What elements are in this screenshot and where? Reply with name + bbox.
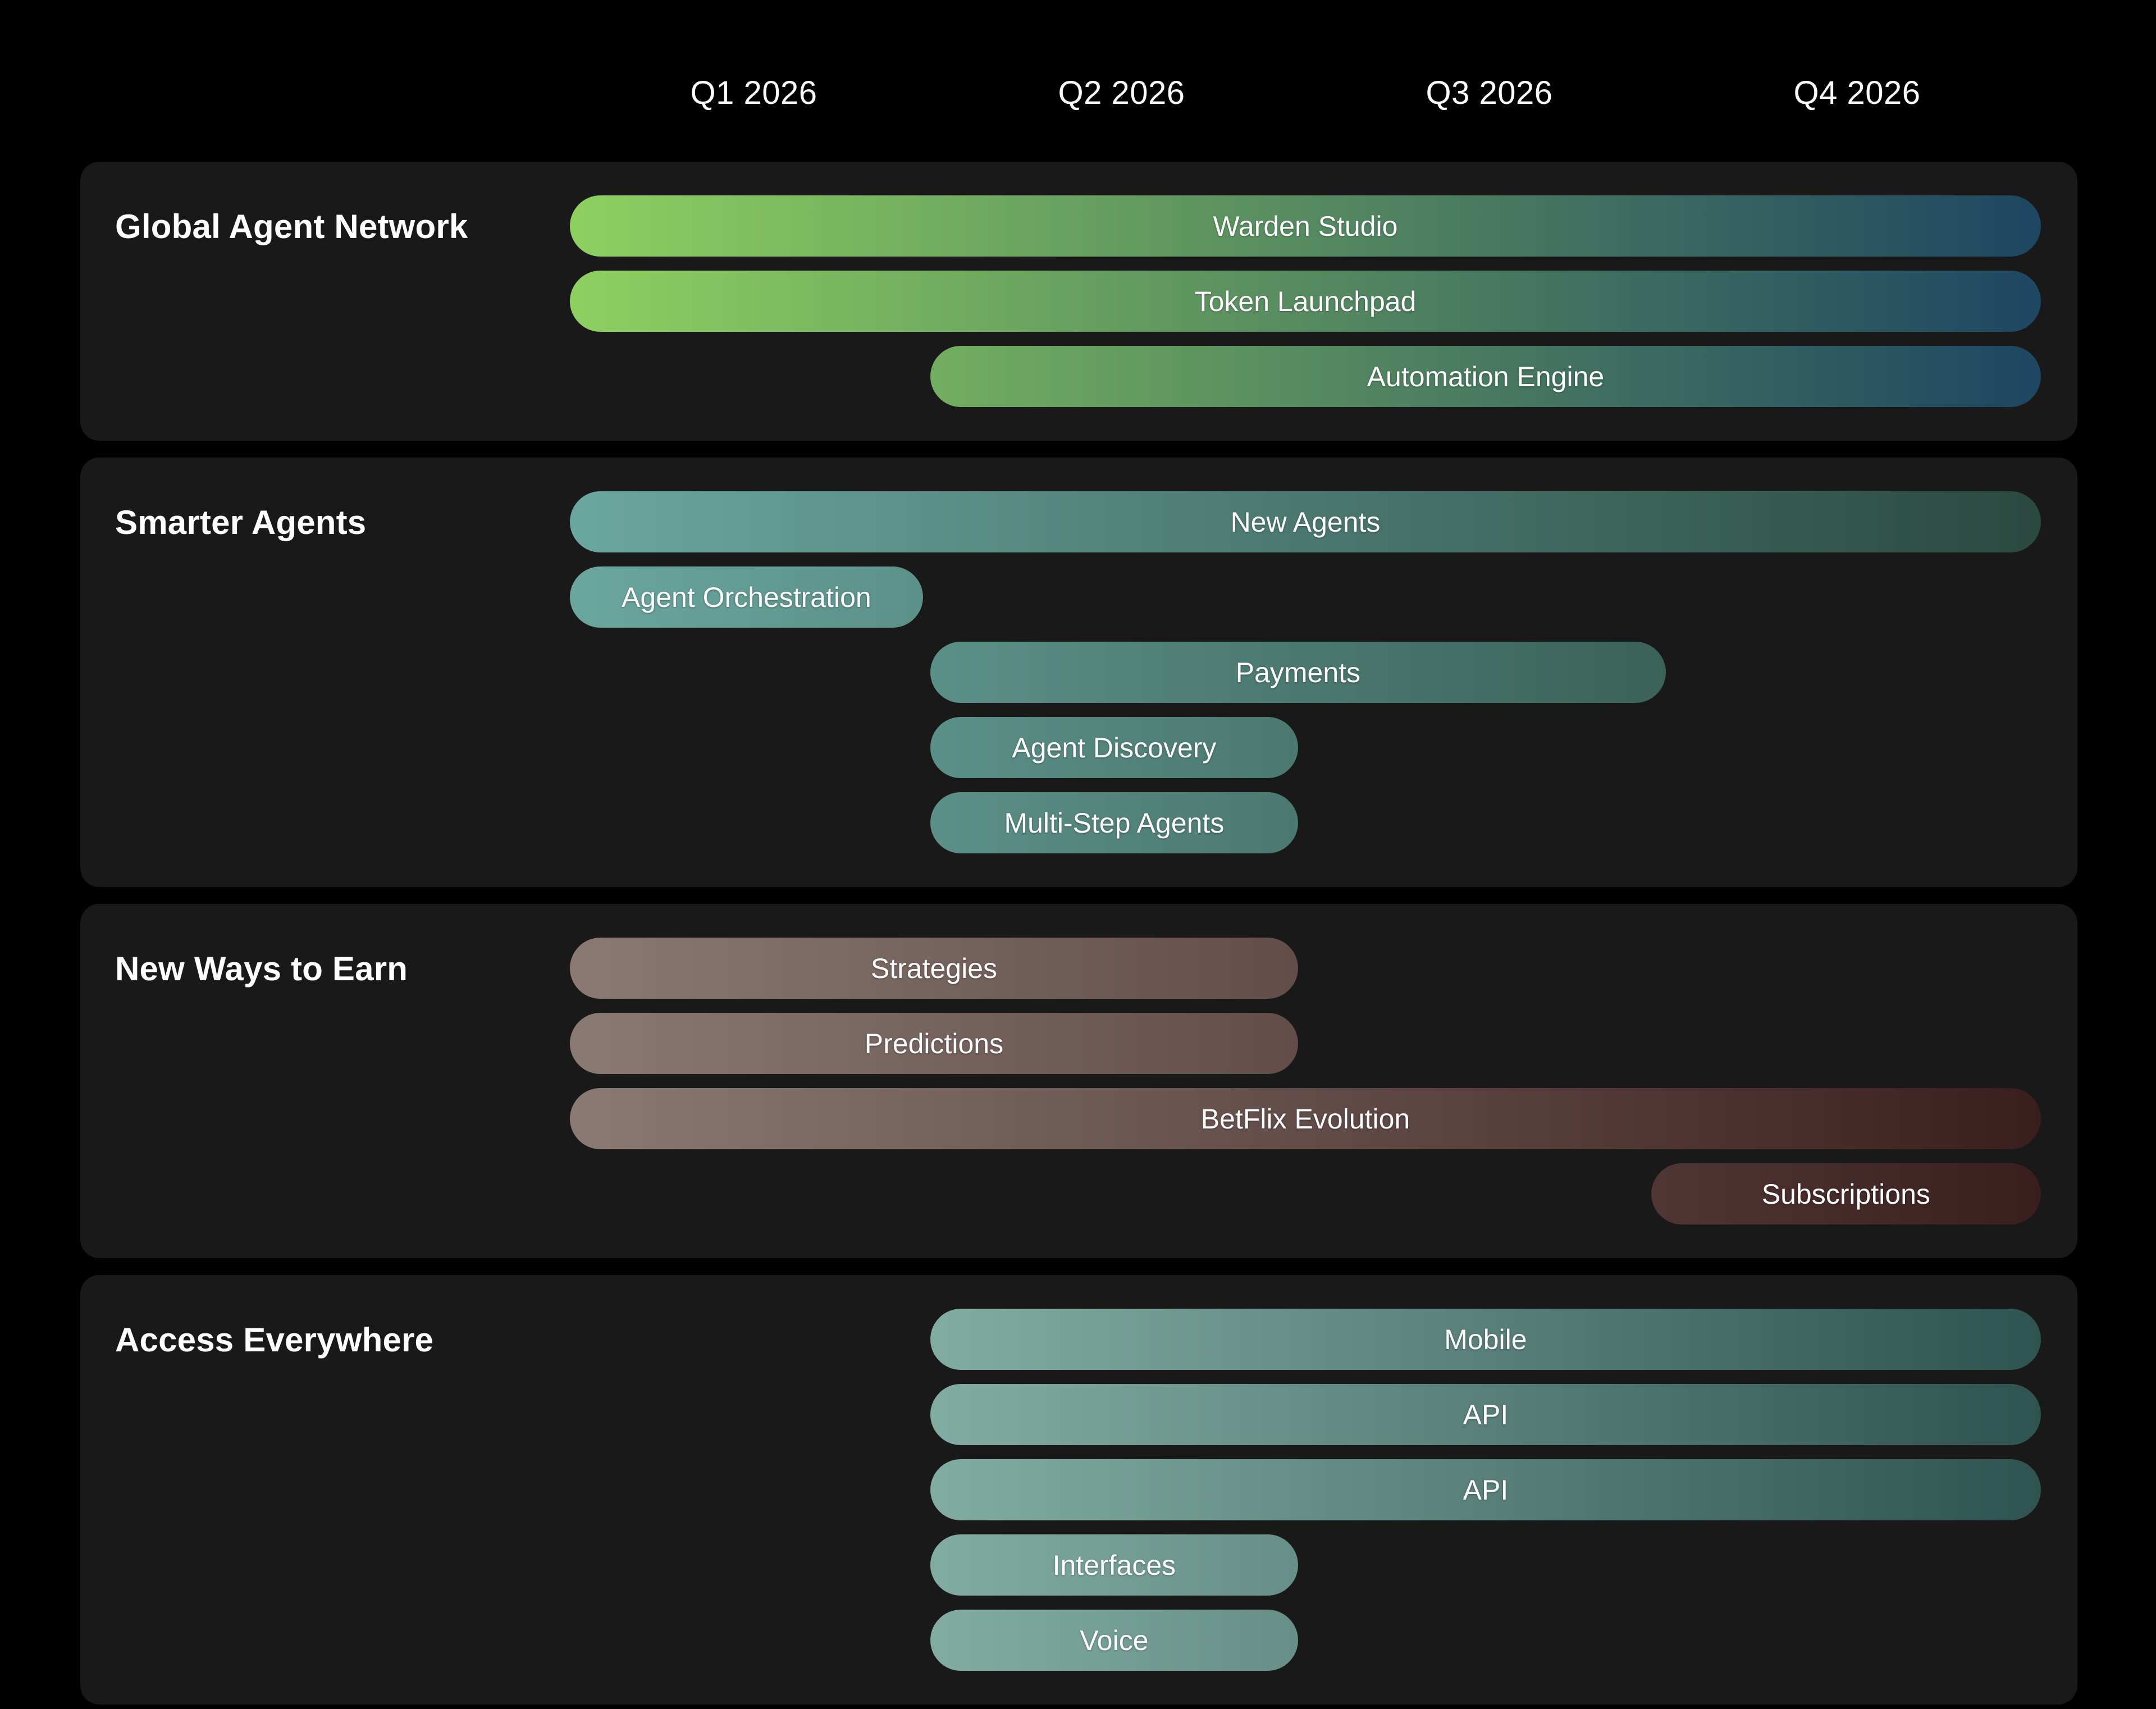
timeline-bar-label: Agent Orchestration	[622, 581, 871, 613]
timeline-bar[interactable]: Payments	[930, 642, 1666, 703]
timeline-bar[interactable]: New Agents	[570, 491, 2041, 552]
timeline-bar-label: Automation Engine	[1367, 360, 1605, 392]
timeline-bar[interactable]: API	[930, 1459, 2041, 1520]
timeline-bar-label: Token Launchpad	[1194, 285, 1417, 317]
timeline-bar-label: Interfaces	[1052, 1549, 1176, 1581]
quarter-label-3: Q3 2026	[1426, 74, 1553, 111]
timeline-bar[interactable]: Voice	[930, 1610, 1298, 1671]
timeline-bar-label: Mobile	[1444, 1323, 1527, 1355]
quarter-label-2: Q2 2026	[1058, 74, 1185, 111]
timeline-bar-label: API	[1463, 1399, 1509, 1431]
timeline-bar-label: Warden Studio	[1213, 210, 1398, 242]
timeline-bar[interactable]: Warden Studio	[570, 195, 2041, 257]
timeline-bar-label: Multi-Step Agents	[1004, 807, 1225, 839]
timeline-bar-label: Payments	[1235, 656, 1361, 688]
group-title: Access Everywhere	[115, 1320, 434, 1359]
quarter-label-1: Q1 2026	[690, 74, 817, 111]
timeline-bar[interactable]: BetFlix Evolution	[570, 1088, 2041, 1149]
group-title: Smarter Agents	[115, 503, 367, 541]
timeline-bar-label: Strategies	[870, 952, 997, 984]
timeline-bar[interactable]: Agent Discovery	[930, 717, 1298, 778]
timeline-bar[interactable]: Predictions	[570, 1013, 1298, 1074]
timeline-bar[interactable]: Strategies	[570, 938, 1298, 999]
timeline-bar-label: API	[1463, 1474, 1509, 1506]
timeline-bar[interactable]: API	[930, 1384, 2041, 1445]
timeline-bar[interactable]: Token Launchpad	[570, 271, 2041, 332]
timeline-bar-label: New Agents	[1230, 506, 1381, 538]
timeline-bar[interactable]: Mobile	[930, 1309, 2041, 1370]
timeline-bar-label: Subscriptions	[1761, 1178, 1930, 1210]
group-title: New Ways to Earn	[115, 949, 408, 988]
quarter-header-row: Q1 2026 Q2 2026 Q3 2026 Q4 2026	[570, 62, 2041, 124]
timeline-bar[interactable]: Automation Engine	[930, 346, 2041, 407]
timeline-bar-label: BetFlix Evolution	[1200, 1103, 1410, 1135]
timeline-bar-label: Agent Discovery	[1012, 732, 1217, 764]
timeline-bar-label: Voice	[1080, 1624, 1149, 1656]
timeline-bar[interactable]: Multi-Step Agents	[930, 792, 1298, 853]
group-title: Global Agent Network	[115, 207, 468, 245]
timeline-bar[interactable]: Agent Orchestration	[570, 566, 923, 628]
timeline-bar[interactable]: Subscriptions	[1651, 1163, 2041, 1224]
timeline-bar-label: Predictions	[864, 1027, 1004, 1059]
quarter-label-4: Q4 2026	[1793, 74, 1921, 111]
timeline-bar[interactable]: Interfaces	[930, 1534, 1298, 1596]
